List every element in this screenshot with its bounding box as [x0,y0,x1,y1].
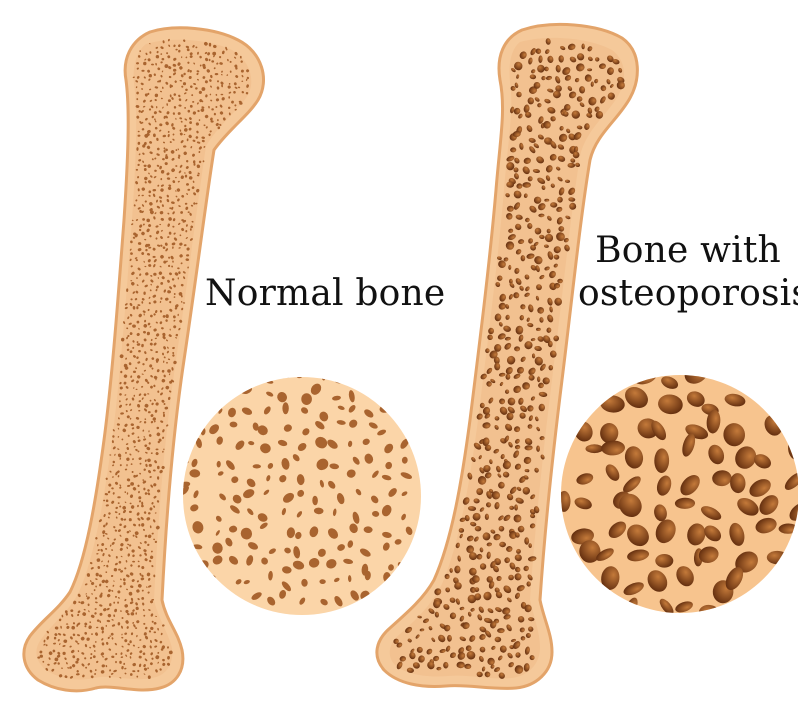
bone-pore [63,652,66,655]
osteoporotic-magnified-detail [558,358,798,627]
bone-pore [165,156,168,159]
bone-pore [301,393,312,405]
bone-pore [144,165,147,167]
bone-pore [586,444,604,453]
bone-pore [582,43,585,49]
osteoporosis-label: Bone with osteoporosis [578,229,798,315]
bone-pore [126,464,127,466]
bone-pore [143,488,145,491]
bone-pore [168,99,171,102]
bone-pore [539,404,545,412]
bone-pore [143,292,145,295]
bone-pore [514,346,520,351]
bone-pore [587,68,592,71]
bone-pore [136,306,138,309]
bone-pore [655,554,673,568]
bone-pore [568,163,576,168]
bone-pore [454,566,460,574]
bone-pore [130,280,132,281]
normal-magnified-detail [179,366,421,615]
normal-bone-label: Normal bone [205,272,445,315]
bone-pore [103,500,105,502]
osteoporotic-bone [377,24,637,688]
bone-pore [141,70,144,72]
bone-pore [163,414,165,417]
bone-pore [91,633,93,635]
bone-pore [231,596,238,606]
bone-pore [131,463,133,465]
bone-pore [228,391,235,398]
bone-pore [443,662,448,669]
osteoporosis-label-line1: Bone with [578,229,798,272]
bone-pore [282,402,288,414]
bone-pore [191,94,193,96]
bone-pore [142,218,145,221]
bone-pore [66,623,68,624]
bone-pore [214,113,216,116]
normal-bone [24,28,264,691]
osteoporosis-label-line2: osteoporosis [578,272,798,315]
